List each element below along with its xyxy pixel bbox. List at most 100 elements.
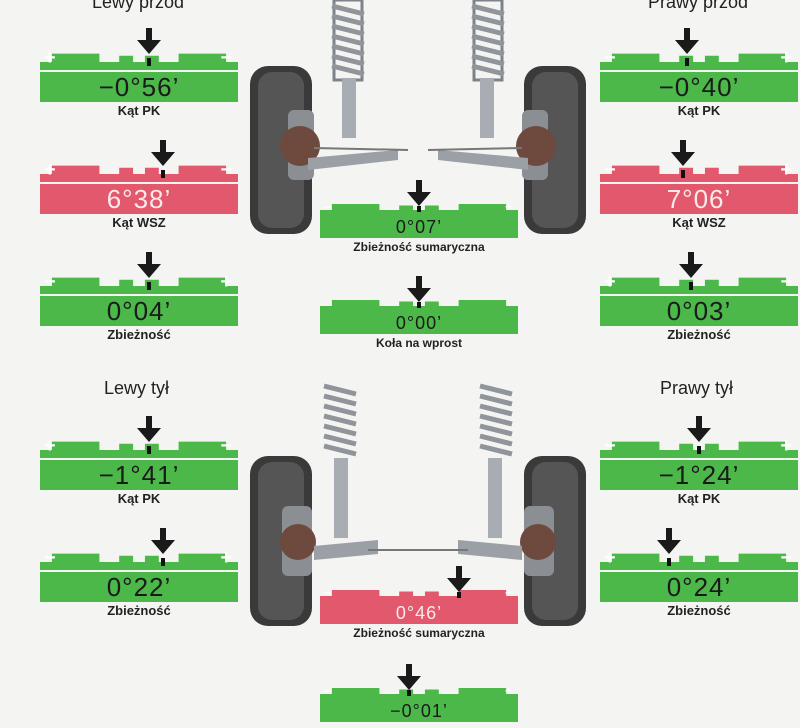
gauge-caption: Zbieżność sumaryczna (353, 626, 485, 640)
down-arrow-icon (679, 252, 704, 278)
gauge-value: −0°40’ (600, 72, 798, 102)
gauge-caption: Kąt WSZ (112, 215, 166, 230)
gauge-fr-sai: − +7°06’Kąt WSZ (600, 140, 798, 238)
gauge-marker (697, 446, 701, 454)
gauge-value: 0°00’ (320, 312, 518, 334)
down-arrow-icon (671, 140, 696, 166)
gauge-marker (160, 170, 165, 178)
gauge-notch (320, 684, 518, 694)
gauge-marker (146, 446, 151, 454)
heading-front-right: Prawy przód (648, 0, 749, 12)
gauge-value: 0°03’ (600, 296, 798, 326)
down-arrow-icon (446, 566, 471, 592)
gauge-sign-left: − (44, 547, 56, 569)
down-arrow-icon (657, 528, 682, 554)
gauge-caption: Kąt PK (117, 491, 161, 506)
gauge-caption: Zbieżność (107, 603, 171, 618)
gauge-sign-left: − (324, 200, 332, 214)
down-arrow-icon (675, 28, 700, 54)
gauge-sign-right: − (220, 47, 232, 69)
gauge-sign-right: − (780, 547, 792, 569)
gauge-marker (146, 58, 151, 66)
gauge-caption: Kąt PK (117, 103, 161, 118)
gauge-sign-right: + (220, 271, 232, 293)
gauge-marker (689, 282, 694, 290)
gauge-fr-camber: − + −0°40’Kąt PK (600, 28, 798, 126)
gauge-rr-camber: − + −1°24’Kąt PK (600, 416, 798, 514)
down-arrow-icon (407, 180, 431, 206)
gauge-rr-toe: + − 0°24’Zbieżność (600, 528, 798, 626)
gauge-value: −0°56’ (40, 72, 238, 102)
down-arrow-icon (687, 416, 711, 442)
gauge-rear-thrust: − + −0°01’ (320, 664, 518, 728)
gauge-front-thrust: 0°00’ Koła na wprost (320, 276, 518, 356)
down-arrow-icon (136, 416, 161, 442)
gauge-value: 7°06’ (600, 184, 798, 214)
gauge-sign-left: − (604, 47, 616, 69)
gauge-marker (407, 690, 412, 696)
gauge-caption: Kąt PK (677, 491, 721, 506)
down-arrow-icon (136, 28, 161, 54)
gauge-marker (160, 558, 165, 566)
gauge-sign-right: + (780, 159, 792, 181)
gauge-rear-total-toe: − +0°46’ Zbieżność sumaryczna (320, 566, 518, 646)
gauge-marker (681, 170, 686, 178)
gauge-notch (320, 586, 518, 596)
gauge-marker (685, 58, 690, 66)
heading-rear-left: Lewy tył (104, 378, 170, 398)
gauge-sign-left: + (604, 547, 616, 569)
gauge-caption: Zbieżność (667, 603, 731, 618)
gauge-sign-left: + (44, 47, 56, 69)
gauge-sign-right: + (504, 200, 512, 214)
gauge-marker (417, 206, 421, 212)
front-suspension-illustration (250, 0, 586, 234)
gauge-sign-right: + (780, 435, 792, 457)
gauge-sign-left: + (604, 271, 616, 293)
gauge-front-total-toe: − +0°07’ Zbieżność sumaryczna (320, 180, 518, 260)
gauge-marker (667, 558, 672, 566)
gauge-sign-right: + (780, 47, 792, 69)
gauge-fl-camber: + − −0°56’Kąt PK (40, 28, 238, 126)
gauge-sign-right: − (220, 435, 232, 457)
gauge-value: 0°46’ (320, 602, 518, 624)
down-arrow-icon (150, 140, 175, 166)
gauge-value: 6°38’ (40, 184, 238, 214)
gauge-caption: Kąt WSZ (672, 215, 726, 230)
gauge-value: 0°07’ (320, 216, 518, 238)
gauge-marker (456, 592, 461, 598)
gauge-value: −0°01’ (320, 700, 518, 722)
gauge-sign-left: − (604, 159, 616, 181)
down-arrow-icon (136, 252, 161, 278)
gauge-marker (146, 282, 151, 290)
down-arrow-icon (407, 276, 431, 302)
gauge-sign-left: − (324, 684, 332, 698)
gauge-value: 0°24’ (600, 572, 798, 602)
gauge-value: 0°04’ (40, 296, 238, 326)
gauge-rl-toe: −+0°22’Zbieżność (40, 528, 238, 626)
gauge-sign-right: − (220, 159, 232, 181)
gauge-value: −1°24’ (600, 460, 798, 490)
heading-rear-right: Prawy tył (660, 378, 734, 398)
gauge-fr-toe: + − 0°03’Zbieżność (600, 252, 798, 350)
gauge-caption: Zbieżność (107, 327, 171, 342)
down-arrow-icon (150, 528, 175, 554)
gauge-caption: Kąt PK (677, 103, 721, 118)
gauge-marker (417, 302, 421, 308)
gauge-caption: Koła na wprost (375, 336, 462, 350)
gauge-fl-toe: − +0°04’Zbieżność (40, 252, 238, 350)
rear-suspension-illustration (250, 383, 586, 626)
gauge-sign-left: − (324, 586, 332, 600)
heading-front-left: Lewy przód (92, 0, 185, 12)
gauge-caption: Zbieżność sumaryczna (353, 240, 485, 254)
gauge-sign-left: − (44, 271, 56, 293)
gauge-value: −1°41’ (40, 460, 238, 490)
gauge-sign-left: − (604, 435, 616, 457)
gauge-value: 0°22’ (40, 572, 238, 602)
down-arrow-icon (397, 664, 422, 690)
gauge-sign-right: + (504, 684, 512, 698)
gauge-sign-right: + (504, 586, 512, 600)
gauge-fl-sai: + − 6°38’Kąt WSZ (40, 140, 238, 238)
gauge-sign-right: − (780, 271, 792, 293)
gauge-caption: Zbieżność (667, 327, 731, 342)
gauge-sign-left: + (44, 159, 56, 181)
